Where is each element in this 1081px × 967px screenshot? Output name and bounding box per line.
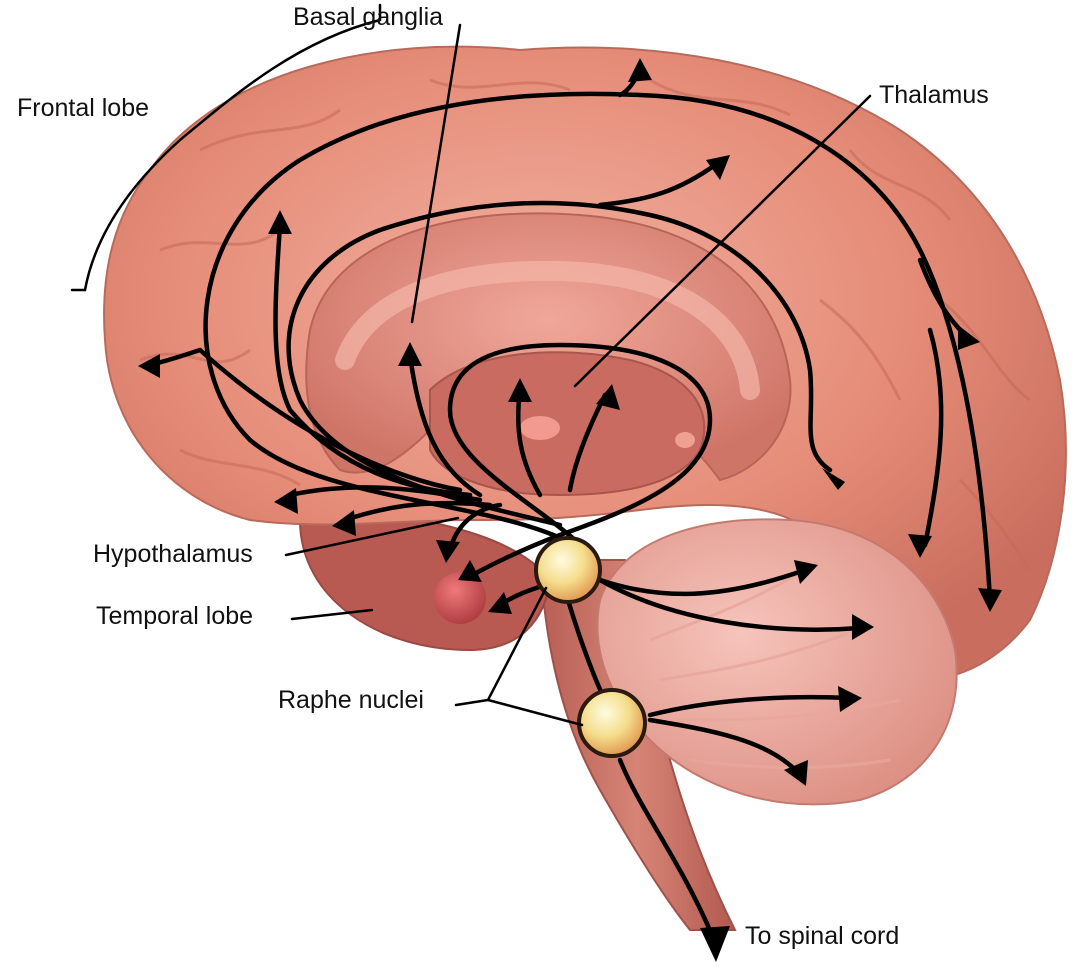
temporal-lobe-shape — [300, 515, 550, 650]
brain-illustration — [104, 47, 1066, 930]
label-frontal-lobe: Frontal lobe — [17, 94, 149, 122]
label-basal-ganglia: Basal ganglia — [293, 3, 443, 31]
label-to-spinal-cord: To spinal cord — [745, 922, 899, 950]
pineal-body — [675, 432, 695, 448]
mass-intermedia — [520, 416, 560, 440]
label-temporal-lobe: Temporal lobe — [96, 602, 253, 630]
raphe-nucleus-icon — [579, 690, 645, 756]
label-raphe-nuclei: Raphe nuclei — [278, 686, 424, 714]
thalamus-region — [430, 352, 704, 495]
arrowhead-icon — [700, 926, 730, 962]
raphe-nucleus-icon — [536, 538, 600, 602]
label-hypothalamus: Hypothalamus — [93, 540, 253, 568]
label-thalamus: Thalamus — [879, 81, 989, 109]
